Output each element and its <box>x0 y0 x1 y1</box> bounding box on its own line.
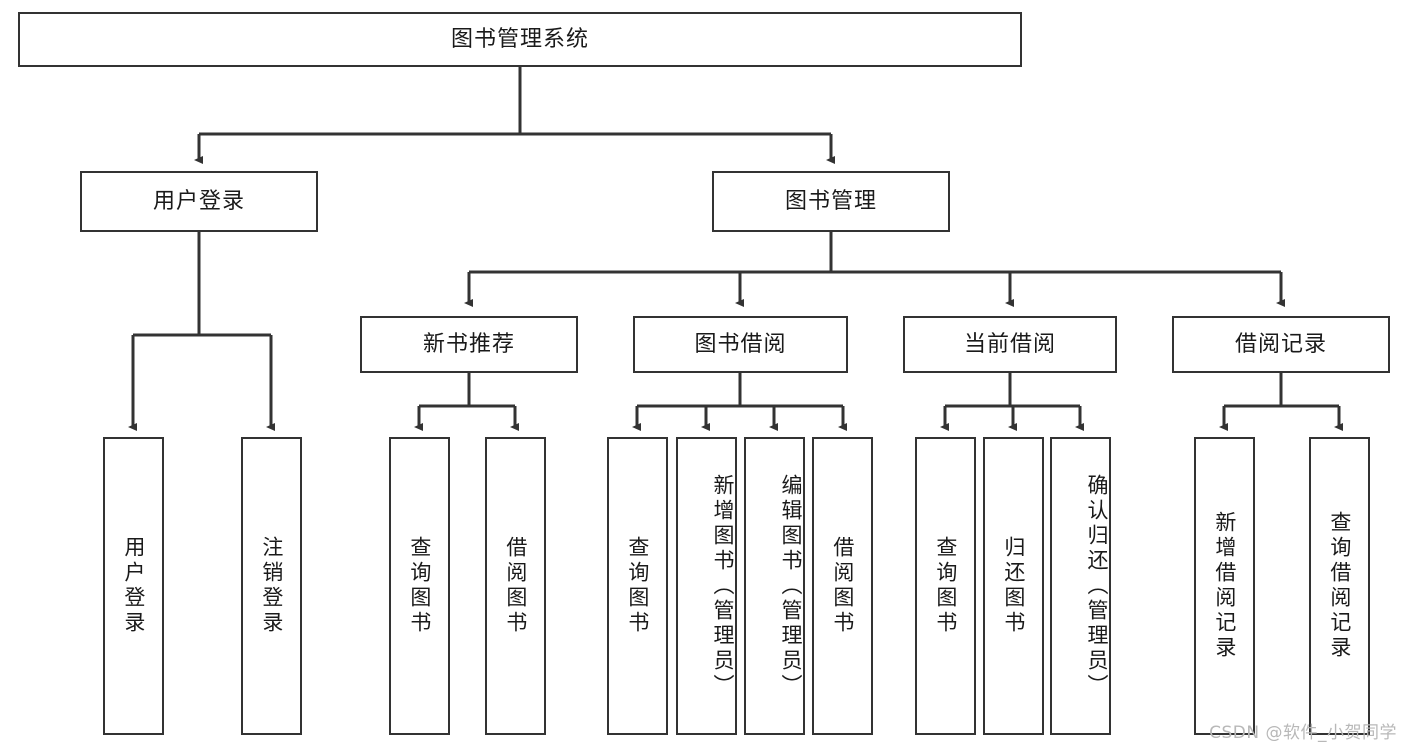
node-book-borrow-label: 图书借阅 <box>694 331 787 357</box>
node-leaf-query-book-1-label: 查询图书 <box>407 536 432 636</box>
node-current-borrow-label: 当前借阅 <box>963 331 1056 357</box>
node-leaf-return-book[interactable]: 归还图书 <box>983 437 1044 735</box>
node-leaf-query-book-1[interactable]: 查询图书 <box>389 437 450 735</box>
node-root-label: 图书管理系统 <box>450 26 589 52</box>
node-leaf-borrow-book-2-label: 借阅图书 <box>830 536 855 636</box>
node-user-login[interactable]: 用户登录 <box>80 171 318 232</box>
node-borrow-record[interactable]: 借阅记录 <box>1172 316 1390 373</box>
node-leaf-query-record-label: 查询借阅记录 <box>1327 511 1352 661</box>
node-leaf-add-book-label: 新增图书（管理员） <box>711 473 735 699</box>
node-leaf-logout-login[interactable]: 注销登录 <box>241 437 302 735</box>
node-leaf-query-record[interactable]: 查询借阅记录 <box>1309 437 1370 735</box>
node-user-login-label: 用户登录 <box>152 188 245 214</box>
node-leaf-user-login-label: 用户登录 <box>121 536 146 636</box>
node-leaf-query-book-3[interactable]: 查询图书 <box>915 437 976 735</box>
node-leaf-borrow-book-2[interactable]: 借阅图书 <box>812 437 873 735</box>
node-book-manage-label: 图书管理 <box>784 188 877 214</box>
node-leaf-query-book-2-label: 查询图书 <box>625 536 650 636</box>
node-leaf-borrow-book-1-label: 借阅图书 <box>503 536 528 636</box>
node-new-book-recommend[interactable]: 新书推荐 <box>360 316 578 373</box>
node-leaf-edit-book-label: 编辑图书（管理员） <box>779 473 803 699</box>
node-leaf-add-book[interactable]: 新增图书（管理员） <box>676 437 737 735</box>
node-current-borrow[interactable]: 当前借阅 <box>903 316 1117 373</box>
node-leaf-return-book-label: 归还图书 <box>1001 536 1026 636</box>
node-leaf-confirm-return[interactable]: 确认归还（管理员） <box>1050 437 1111 735</box>
node-leaf-logout-login-label: 注销登录 <box>259 536 284 636</box>
node-leaf-query-book-2[interactable]: 查询图书 <box>607 437 668 735</box>
node-leaf-confirm-return-label: 确认归还（管理员） <box>1085 473 1109 699</box>
node-borrow-record-label: 借阅记录 <box>1234 331 1327 357</box>
node-leaf-query-book-3-label: 查询图书 <box>933 536 958 636</box>
node-leaf-edit-book[interactable]: 编辑图书（管理员） <box>744 437 805 735</box>
node-book-manage[interactable]: 图书管理 <box>712 171 950 232</box>
node-root[interactable]: 图书管理系统 <box>18 12 1022 67</box>
node-leaf-user-login[interactable]: 用户登录 <box>103 437 164 735</box>
csdn-watermark: CSDN @软件_小贺同学 <box>1209 723 1397 743</box>
node-new-book-recommend-label: 新书推荐 <box>422 331 515 357</box>
node-leaf-add-record-label: 新增借阅记录 <box>1212 511 1237 661</box>
node-leaf-borrow-book-1[interactable]: 借阅图书 <box>485 437 546 735</box>
node-leaf-add-record[interactable]: 新增借阅记录 <box>1194 437 1255 735</box>
node-book-borrow[interactable]: 图书借阅 <box>633 316 848 373</box>
